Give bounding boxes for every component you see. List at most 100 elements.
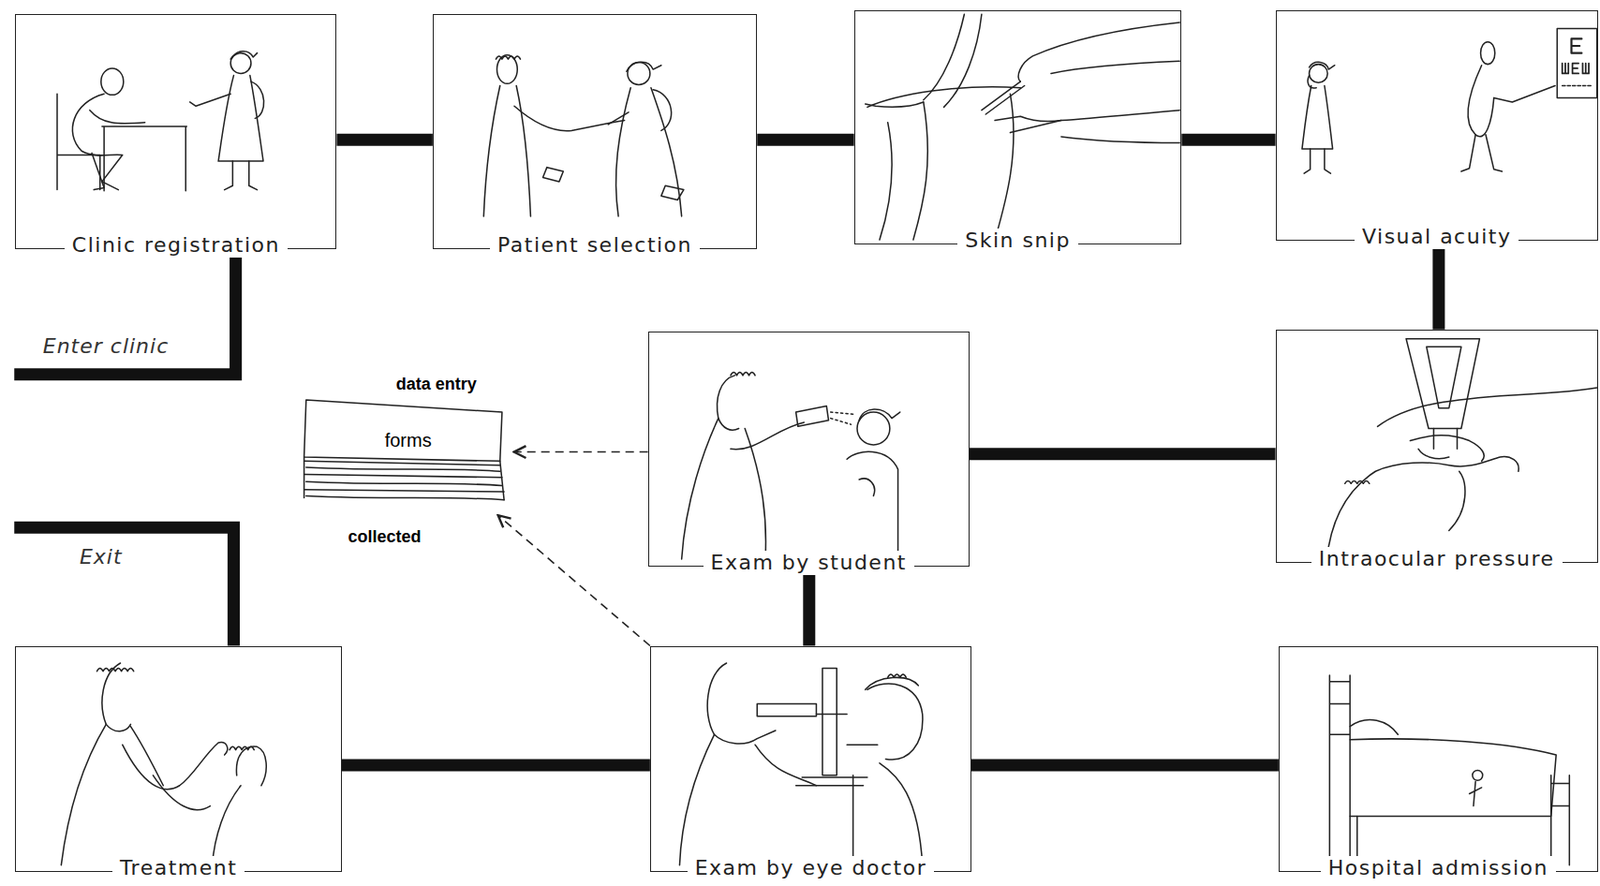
registration-sketch [251, 81, 265, 119]
flow-bar [341, 758, 651, 771]
visual-acuity-sketch [1562, 63, 1589, 75]
step-caption: Exam by eye doctor [687, 856, 935, 881]
doctor-exam-sketch [679, 734, 816, 865]
hospital-bed-sketch [1329, 675, 1350, 866]
forms-stack-sketch [304, 460, 505, 500]
step-caption: Hospital admission [1320, 856, 1556, 881]
treatment-sketch [229, 746, 254, 750]
label-holder: Exit [79, 545, 123, 570]
doctor-exam-sketch [853, 763, 923, 866]
step-box: Patient selection [432, 14, 757, 250]
selection-sketch [483, 55, 684, 217]
treatment-sketch [102, 663, 131, 732]
student-exam-sketch [730, 372, 756, 376]
student-exam-sketch [859, 478, 875, 496]
step-box: Exam by eye doctor [650, 646, 972, 874]
selection-sketch [543, 167, 564, 182]
hospital-bed-sketch [1469, 781, 1482, 806]
visual-acuity-sketch [1309, 61, 1335, 70]
doctor-exam-sketch [796, 667, 868, 786]
step-caption: Clinic registration [64, 233, 288, 258]
forms-text: data entry [396, 373, 477, 395]
visual-acuity-sketch [1309, 64, 1329, 84]
path-label: Enter clinic [43, 334, 170, 359]
entry-path [14, 249, 236, 375]
hospital-bed-sketch [1472, 770, 1483, 781]
registration-sketch [224, 161, 258, 191]
visual-acuity-sketch [1302, 86, 1334, 150]
student-exam-sketch [681, 418, 767, 560]
selection-sketch [626, 61, 662, 72]
step-caption: Skin snip [957, 228, 1079, 253]
registration-sketch [91, 152, 104, 190]
selection-sketch [514, 105, 625, 131]
student-exam-sketch [796, 406, 830, 428]
doctor-exam-sketch [756, 704, 816, 717]
visual-acuity-sketch [1571, 38, 1583, 53]
forms-stack-sketch [304, 400, 503, 461]
visual-acuity-sketch [1307, 75, 1317, 89]
registration-sketch [230, 51, 257, 60]
student-exam-sketch [717, 375, 740, 430]
illustration-group [14, 14, 1597, 865]
hospital-bed-sketch [1349, 739, 1556, 817]
tonometer-sketch [1326, 457, 1519, 563]
doctor-exam-sketch [867, 683, 923, 760]
hospital-bed-sketch [1329, 675, 1570, 866]
entry-path [14, 249, 236, 647]
tonometer-sketch [1433, 429, 1457, 450]
treatment-sketch [212, 785, 242, 866]
arrow-marker [336, 139, 1438, 766]
skin-snip-sketch [1018, 22, 1180, 82]
flow-bar [336, 133, 432, 147]
doctor-exam-sketch [865, 677, 919, 690]
step-box: Treatment [14, 646, 342, 874]
treatment-sketch [152, 775, 210, 811]
selection-sketch [483, 86, 531, 217]
doctor-exam-sketch [888, 674, 907, 678]
visual-acuity-sketch [1562, 85, 1593, 88]
tonometer-sketch [1426, 346, 1462, 408]
forms-stack-sketch [304, 400, 505, 501]
skin-snip-sketch [879, 93, 1014, 240]
step-caption: Patient selection [489, 233, 700, 258]
registration-sketch [101, 68, 124, 95]
forms-stack-sketch [304, 457, 505, 501]
student-exam-sketch [830, 412, 854, 425]
visual-acuity-sketch [1556, 29, 1597, 99]
treatment-sketch [122, 742, 228, 790]
student-exam-sketch [846, 451, 898, 560]
step-box: Intraocular pressure [1275, 329, 1599, 563]
registration-sketch [72, 93, 122, 190]
student-exam-sketch [859, 409, 901, 421]
step-caption: Intraocular pressure [1311, 547, 1563, 572]
dashed-arrow [498, 515, 651, 646]
path-label: Exit [79, 545, 123, 570]
visual-acuity-sketch [1302, 29, 1598, 175]
selection-sketch [607, 112, 629, 125]
treatment-sketch [236, 746, 267, 786]
selection-sketch [661, 185, 684, 200]
treatment-sketch [96, 667, 134, 671]
student-exam-sketch [681, 372, 901, 560]
visual-acuity-sketch [1481, 42, 1496, 65]
selection-sketch [652, 89, 671, 132]
registration-sketch [102, 126, 187, 192]
tonometer-sketch [1409, 435, 1484, 462]
skin-snip-sketch [1009, 120, 1061, 134]
forms-stack: data entryformscollected [299, 370, 514, 539]
forms-text: forms [385, 429, 432, 451]
skin-snip-sketch [981, 81, 1025, 115]
step-box: Exam by student [648, 331, 970, 567]
tonometer-sketch [1345, 481, 1370, 485]
visual-acuity-sketch [1467, 65, 1495, 137]
treatment-sketch [60, 724, 163, 865]
tonometer-sketch [1418, 448, 1450, 459]
registration-sketch [190, 93, 232, 106]
registration-sketch [57, 93, 101, 190]
step-caption: Visual acuity [1354, 224, 1519, 250]
tonometer-sketch [1449, 471, 1466, 531]
selection-sketch [495, 56, 520, 60]
